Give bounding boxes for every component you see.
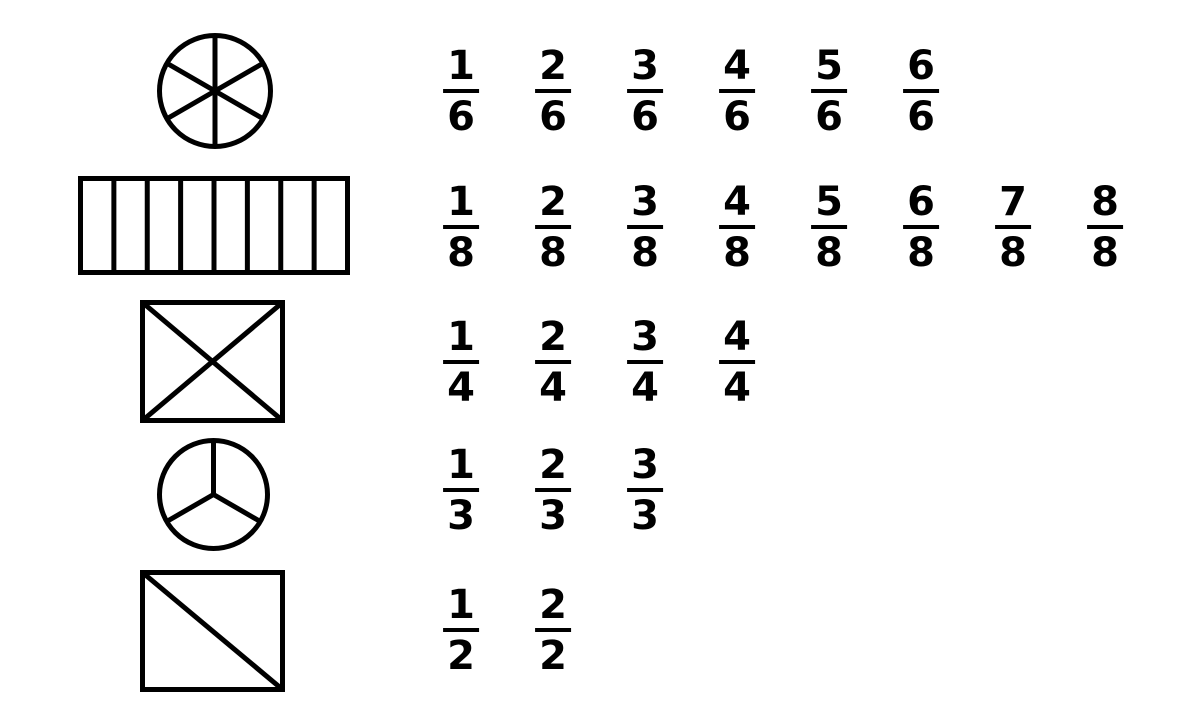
denominator: 8 [907, 230, 935, 276]
denominator: 4 [447, 365, 475, 411]
denominator: 8 [539, 230, 567, 276]
numerator: 6 [903, 182, 939, 229]
numerator: 3 [627, 445, 663, 492]
denominator: 4 [631, 365, 659, 411]
numerator: 2 [535, 585, 571, 632]
numerator: 2 [535, 46, 571, 93]
rectangle-eighths-shape [78, 176, 350, 275]
numerator: 4 [719, 317, 755, 364]
numerator: 2 [535, 182, 571, 229]
denominator: 3 [539, 493, 567, 539]
circle-sixths-shape [156, 32, 274, 150]
numerator: 5 [811, 46, 847, 93]
denominator: 6 [447, 94, 475, 140]
numerator: 4 [719, 46, 755, 93]
numerator: 7 [995, 182, 1031, 229]
denominator: 2 [539, 633, 567, 679]
numerator: 1 [443, 182, 479, 229]
numerator: 2 [535, 445, 571, 492]
denominator: 3 [631, 493, 659, 539]
numerator: 8 [1087, 182, 1123, 229]
square-halves-shape [140, 570, 285, 692]
denominator: 6 [723, 94, 751, 140]
numerator: 5 [811, 182, 847, 229]
denominator: 8 [631, 230, 659, 276]
denominator: 6 [539, 94, 567, 140]
denominator: 8 [999, 230, 1027, 276]
square-quarters-shape [140, 300, 285, 423]
denominator: 2 [447, 633, 475, 679]
denominator: 6 [631, 94, 659, 140]
numerator: 1 [443, 317, 479, 364]
numerator: 4 [719, 182, 755, 229]
denominator: 8 [723, 230, 751, 276]
numerator: 1 [443, 445, 479, 492]
denominator: 6 [907, 94, 935, 140]
denominator: 8 [1091, 230, 1119, 276]
numerator: 3 [627, 182, 663, 229]
denominator: 8 [447, 230, 475, 276]
numerator: 2 [535, 317, 571, 364]
denominator: 4 [723, 365, 751, 411]
numerator: 1 [443, 46, 479, 93]
numerator: 3 [627, 317, 663, 364]
numerator: 3 [627, 46, 663, 93]
denominator: 6 [815, 94, 843, 140]
denominator: 3 [447, 493, 475, 539]
denominator: 4 [539, 365, 567, 411]
numerator: 6 [903, 46, 939, 93]
denominator: 8 [815, 230, 843, 276]
circle-thirds-shape [156, 437, 271, 552]
numerator: 1 [443, 585, 479, 632]
